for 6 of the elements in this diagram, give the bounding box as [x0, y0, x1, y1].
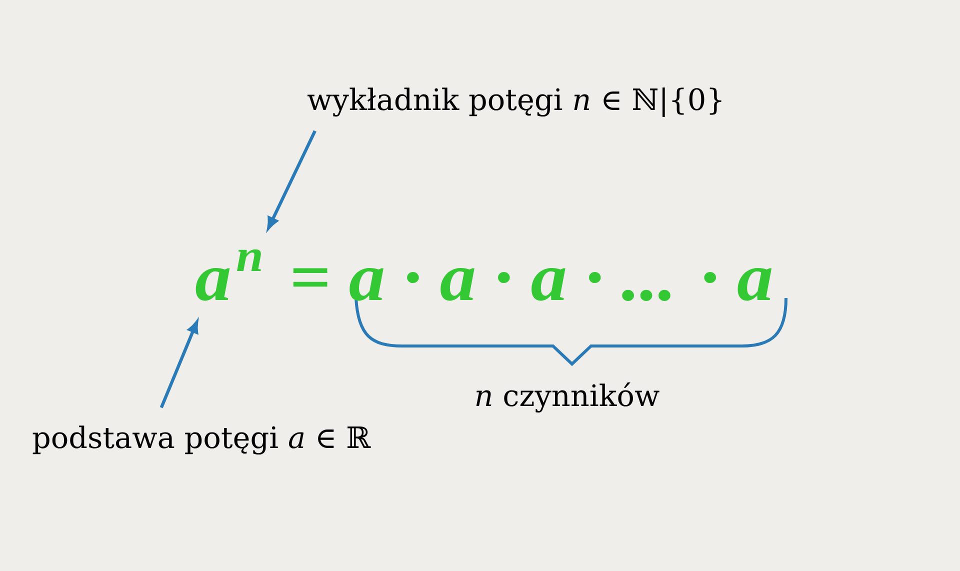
brace-label: n czynników: [476, 382, 660, 413]
annotation: podstawa potęgi a ∈ ℝ: [32, 426, 371, 455]
formula: = a · a · a · ... · a: [293, 268, 772, 301]
variable: a: [196, 268, 230, 301]
exponent: n: [237, 249, 261, 271]
annotation: wykładnik potęgi n ∈ ℕ|{0}: [307, 87, 722, 117]
